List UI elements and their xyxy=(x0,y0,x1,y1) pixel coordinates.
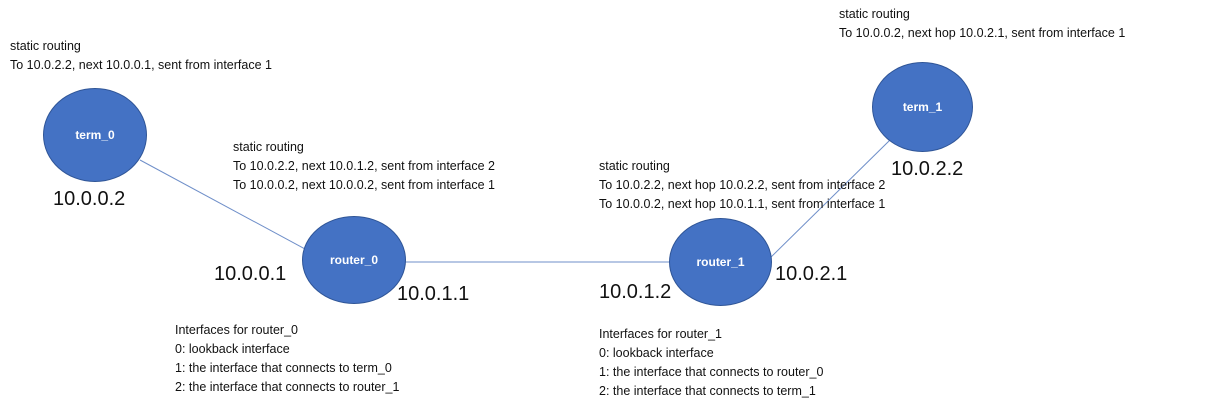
interface-entry: 1: the interface that connects to router… xyxy=(599,365,824,379)
ip-router-1-if1: 10.0.1.2 xyxy=(599,281,672,303)
routing-note-title: static routing xyxy=(233,140,304,154)
routing-note-router-0: static routing To 10.0.2.2, next 10.0.1.… xyxy=(233,138,495,195)
routing-entry: To 10.0.2.2, next 10.0.1.2, sent from in… xyxy=(233,159,495,173)
ip-router-0-if2: 10.0.1.1 xyxy=(397,283,470,305)
ip-router-1-if2: 10.0.2.1 xyxy=(775,263,848,285)
ip-term-0: 10.0.0.2 xyxy=(53,188,126,210)
node-router-1-label: router_1 xyxy=(696,255,745,269)
node-router-0-label: router_0 xyxy=(329,253,379,267)
routing-entry: To 10.0.0.2, next hop 10.0.1.1, sent fro… xyxy=(599,197,886,211)
interface-note-router-1: Interfaces for router_1 0: lookback inte… xyxy=(599,325,823,401)
interface-entry: 0: lookback interface xyxy=(599,346,714,360)
routing-note-title: static routing xyxy=(10,39,81,53)
ip-term-1: 10.0.2.2 xyxy=(891,158,964,180)
routing-note-title: static routing xyxy=(839,7,910,21)
link-router1-term1 xyxy=(765,139,891,263)
routing-note-title: static routing xyxy=(599,159,670,173)
interface-entry: 2: the interface that connects to term_1 xyxy=(599,384,816,398)
interface-note-router-0: Interfaces for router_0 0: lookback inte… xyxy=(175,321,399,397)
ip-router-0-if1: 10.0.0.1 xyxy=(214,263,287,285)
node-term-0: term_0 xyxy=(43,88,147,182)
interface-note-title: Interfaces for router_1 xyxy=(599,327,722,341)
routing-note-term-0: static routing To 10.0.2.2, next 10.0.0.… xyxy=(10,37,272,75)
interface-entry: 2: the interface that connects to router… xyxy=(175,380,400,394)
routing-entry: To 10.0.0.2, next 10.0.0.2, sent from in… xyxy=(233,178,495,192)
node-term-0-label: term_0 xyxy=(75,128,115,142)
routing-entry: To 10.0.0.2, next hop 10.0.2.1, sent fro… xyxy=(839,26,1126,40)
interface-entry: 0: lookback interface xyxy=(175,342,290,356)
interface-note-title: Interfaces for router_0 xyxy=(175,323,298,337)
routing-note-router-1: static routing To 10.0.2.2, next hop 10.… xyxy=(599,157,885,214)
routing-entry: To 10.0.2.2, next 10.0.0.1, sent from in… xyxy=(10,58,272,72)
link-term0-router0 xyxy=(139,159,319,257)
node-router-0: router_0 xyxy=(302,216,406,304)
interface-entry: 1: the interface that connects to term_0 xyxy=(175,361,392,375)
node-term-1: term_1 xyxy=(872,62,973,152)
routing-note-term-1: static routing To 10.0.0.2, next hop 10.… xyxy=(839,5,1125,43)
node-term-1-label: term_1 xyxy=(902,100,943,114)
node-router-1: router_1 xyxy=(669,218,772,306)
routing-entry: To 10.0.2.2, next hop 10.0.2.2, sent fro… xyxy=(599,178,886,192)
